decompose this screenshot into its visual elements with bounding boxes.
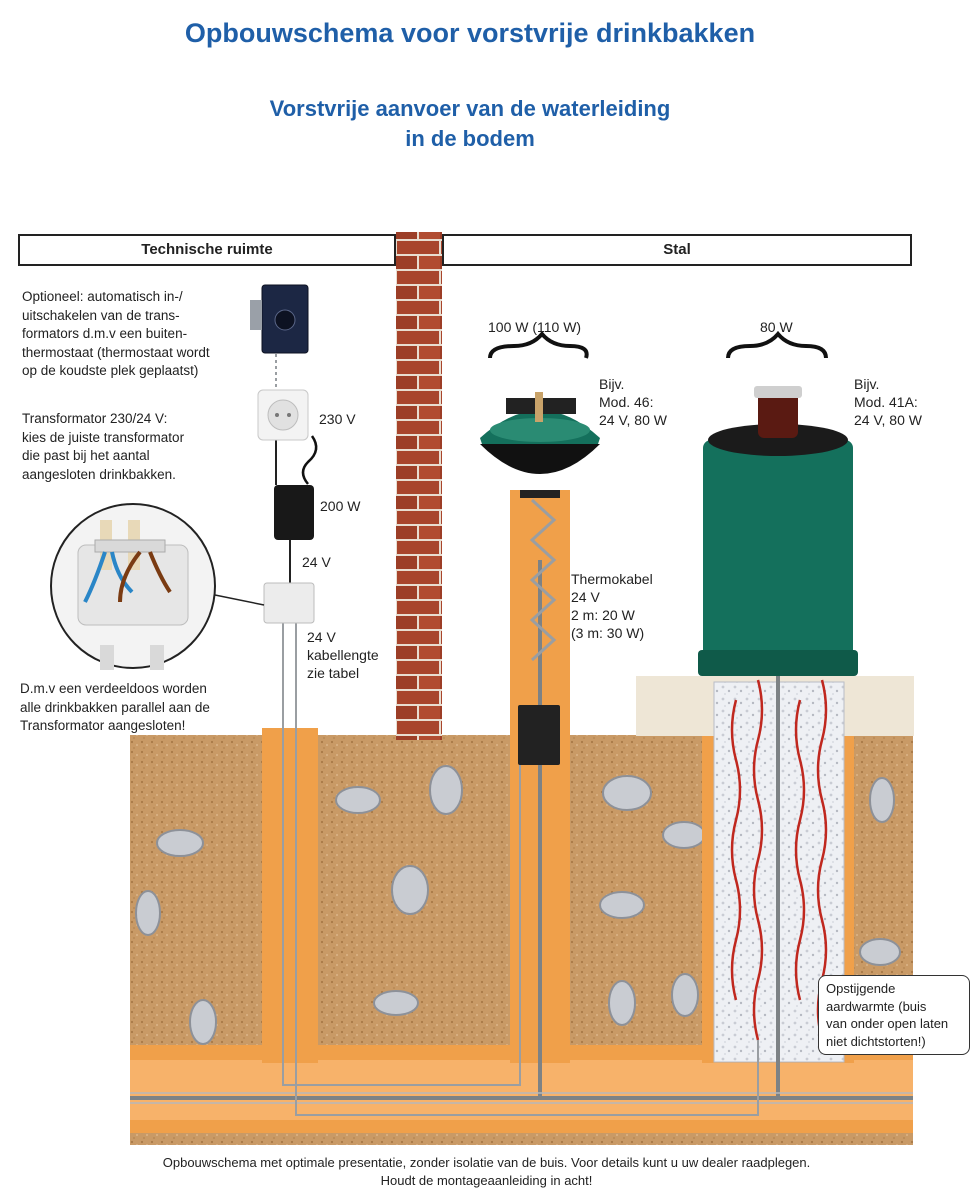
label-power-46: 100 W (110 W) [488, 319, 582, 335]
label-line: Mod. 41A: [854, 394, 918, 410]
thermostat-device [250, 284, 309, 354]
note-line: aangesloten drinkbakken. [22, 466, 176, 482]
label-line: 24 V [571, 589, 600, 605]
label-line: Thermokabel [571, 571, 653, 587]
label-cable-length: 24 V kabellengte zie tabel [307, 628, 379, 682]
label-line: aardwarmte (buis [826, 998, 927, 1014]
junction-box-zoom [50, 503, 265, 670]
label-line: Mod. 46: [599, 394, 654, 410]
label-line: 24 V [307, 629, 336, 645]
note-line: Transformator 230/24 V: [22, 411, 168, 426]
label-line: niet dichtstorten!) [826, 1033, 926, 1049]
label-line: van onder open laten [826, 1016, 949, 1031]
note-line: Optioneel: automatisch in-/ [22, 289, 183, 304]
junction-box [263, 582, 315, 624]
label-line: (3 m: 30 W) [571, 625, 645, 641]
stones [135, 765, 901, 1045]
label-thermo-cable: Thermokabel 24 V 2 m: 20 W (3 m: 30 W) [571, 570, 653, 642]
label-line: Bijv. [854, 376, 880, 392]
note-optional-thermostat: Optioneel: automatisch in-/ uitschakelen… [22, 288, 257, 381]
label-line: Bijv. [599, 376, 625, 392]
label-line: 2 m: 20 W [571, 607, 635, 623]
page-subtitle: Vorstvrije aanvoer van de waterleiding i… [0, 94, 940, 154]
callout-earth-heat: Opstijgende aardwarmte (buis van onder o… [818, 975, 970, 1055]
note-junction-box: D.m.v een verdeeldoos worden alle drinkb… [20, 680, 260, 736]
drinking-trough-41a [698, 386, 858, 676]
footer-line: Houdt de montageaanleiding in acht! [380, 1173, 593, 1188]
brick-wall [396, 232, 442, 740]
note-line: formators d.m.v een buiten- [22, 326, 188, 341]
label-power-41a: 80 W [760, 319, 793, 335]
water-pipe [130, 560, 913, 1100]
note-line: uitschakelen van de trans- [22, 307, 180, 323]
footer-note: Opbouwschema met optimale presentatie, z… [0, 1154, 973, 1190]
header-stable: Stal [442, 234, 912, 266]
brace-46 [488, 330, 589, 359]
label-line: Opstijgende [826, 981, 896, 996]
note-line: Transformator aangesloten! [20, 718, 186, 733]
label-200w: 200 W [320, 498, 361, 514]
note-transformer: Transformator 230/24 V: kies de juiste t… [22, 410, 257, 484]
note-line: op de koudste plek geplaatst) [22, 363, 199, 378]
label-24v: 24 V [302, 554, 331, 570]
wall-socket [257, 389, 309, 441]
drinking-trough-46 [480, 392, 600, 498]
label-line: zie tabel [307, 665, 360, 681]
label-230v: 230 V [319, 411, 356, 427]
brace-41a [726, 330, 828, 359]
note-line: die past bij het aantal [22, 448, 150, 463]
subtitle-line-1: Vorstvrije aanvoer van de waterleiding [269, 96, 671, 121]
note-line: thermostaat (thermostaat wordt [22, 344, 210, 360]
header-technical-room: Technische ruimte [18, 234, 396, 266]
note-line: kies de juiste transformator [22, 429, 185, 445]
subtitle-line-2: in de bodem [405, 126, 535, 151]
thermo-cable [529, 498, 557, 662]
footer-line: Opbouwschema met optimale presentatie, z… [162, 1155, 811, 1170]
note-line: D.m.v een verdeeldoos worden [20, 681, 207, 696]
page-title: Opbouwschema voor vorstvrije drinkbakken [184, 18, 756, 48]
label-line: kabellengte [307, 647, 379, 663]
label-line: 24 V, 80 W [599, 412, 667, 428]
label-line: 24 V, 80 W [854, 412, 922, 428]
label-model-46: Bijv. Mod. 46: 24 V, 80 W [599, 375, 667, 429]
note-line: alle drinkbakken parallel aan de [20, 699, 210, 715]
label-model-41a: Bijv. Mod. 41A: 24 V, 80 W [854, 375, 922, 429]
transformer [274, 485, 314, 540]
